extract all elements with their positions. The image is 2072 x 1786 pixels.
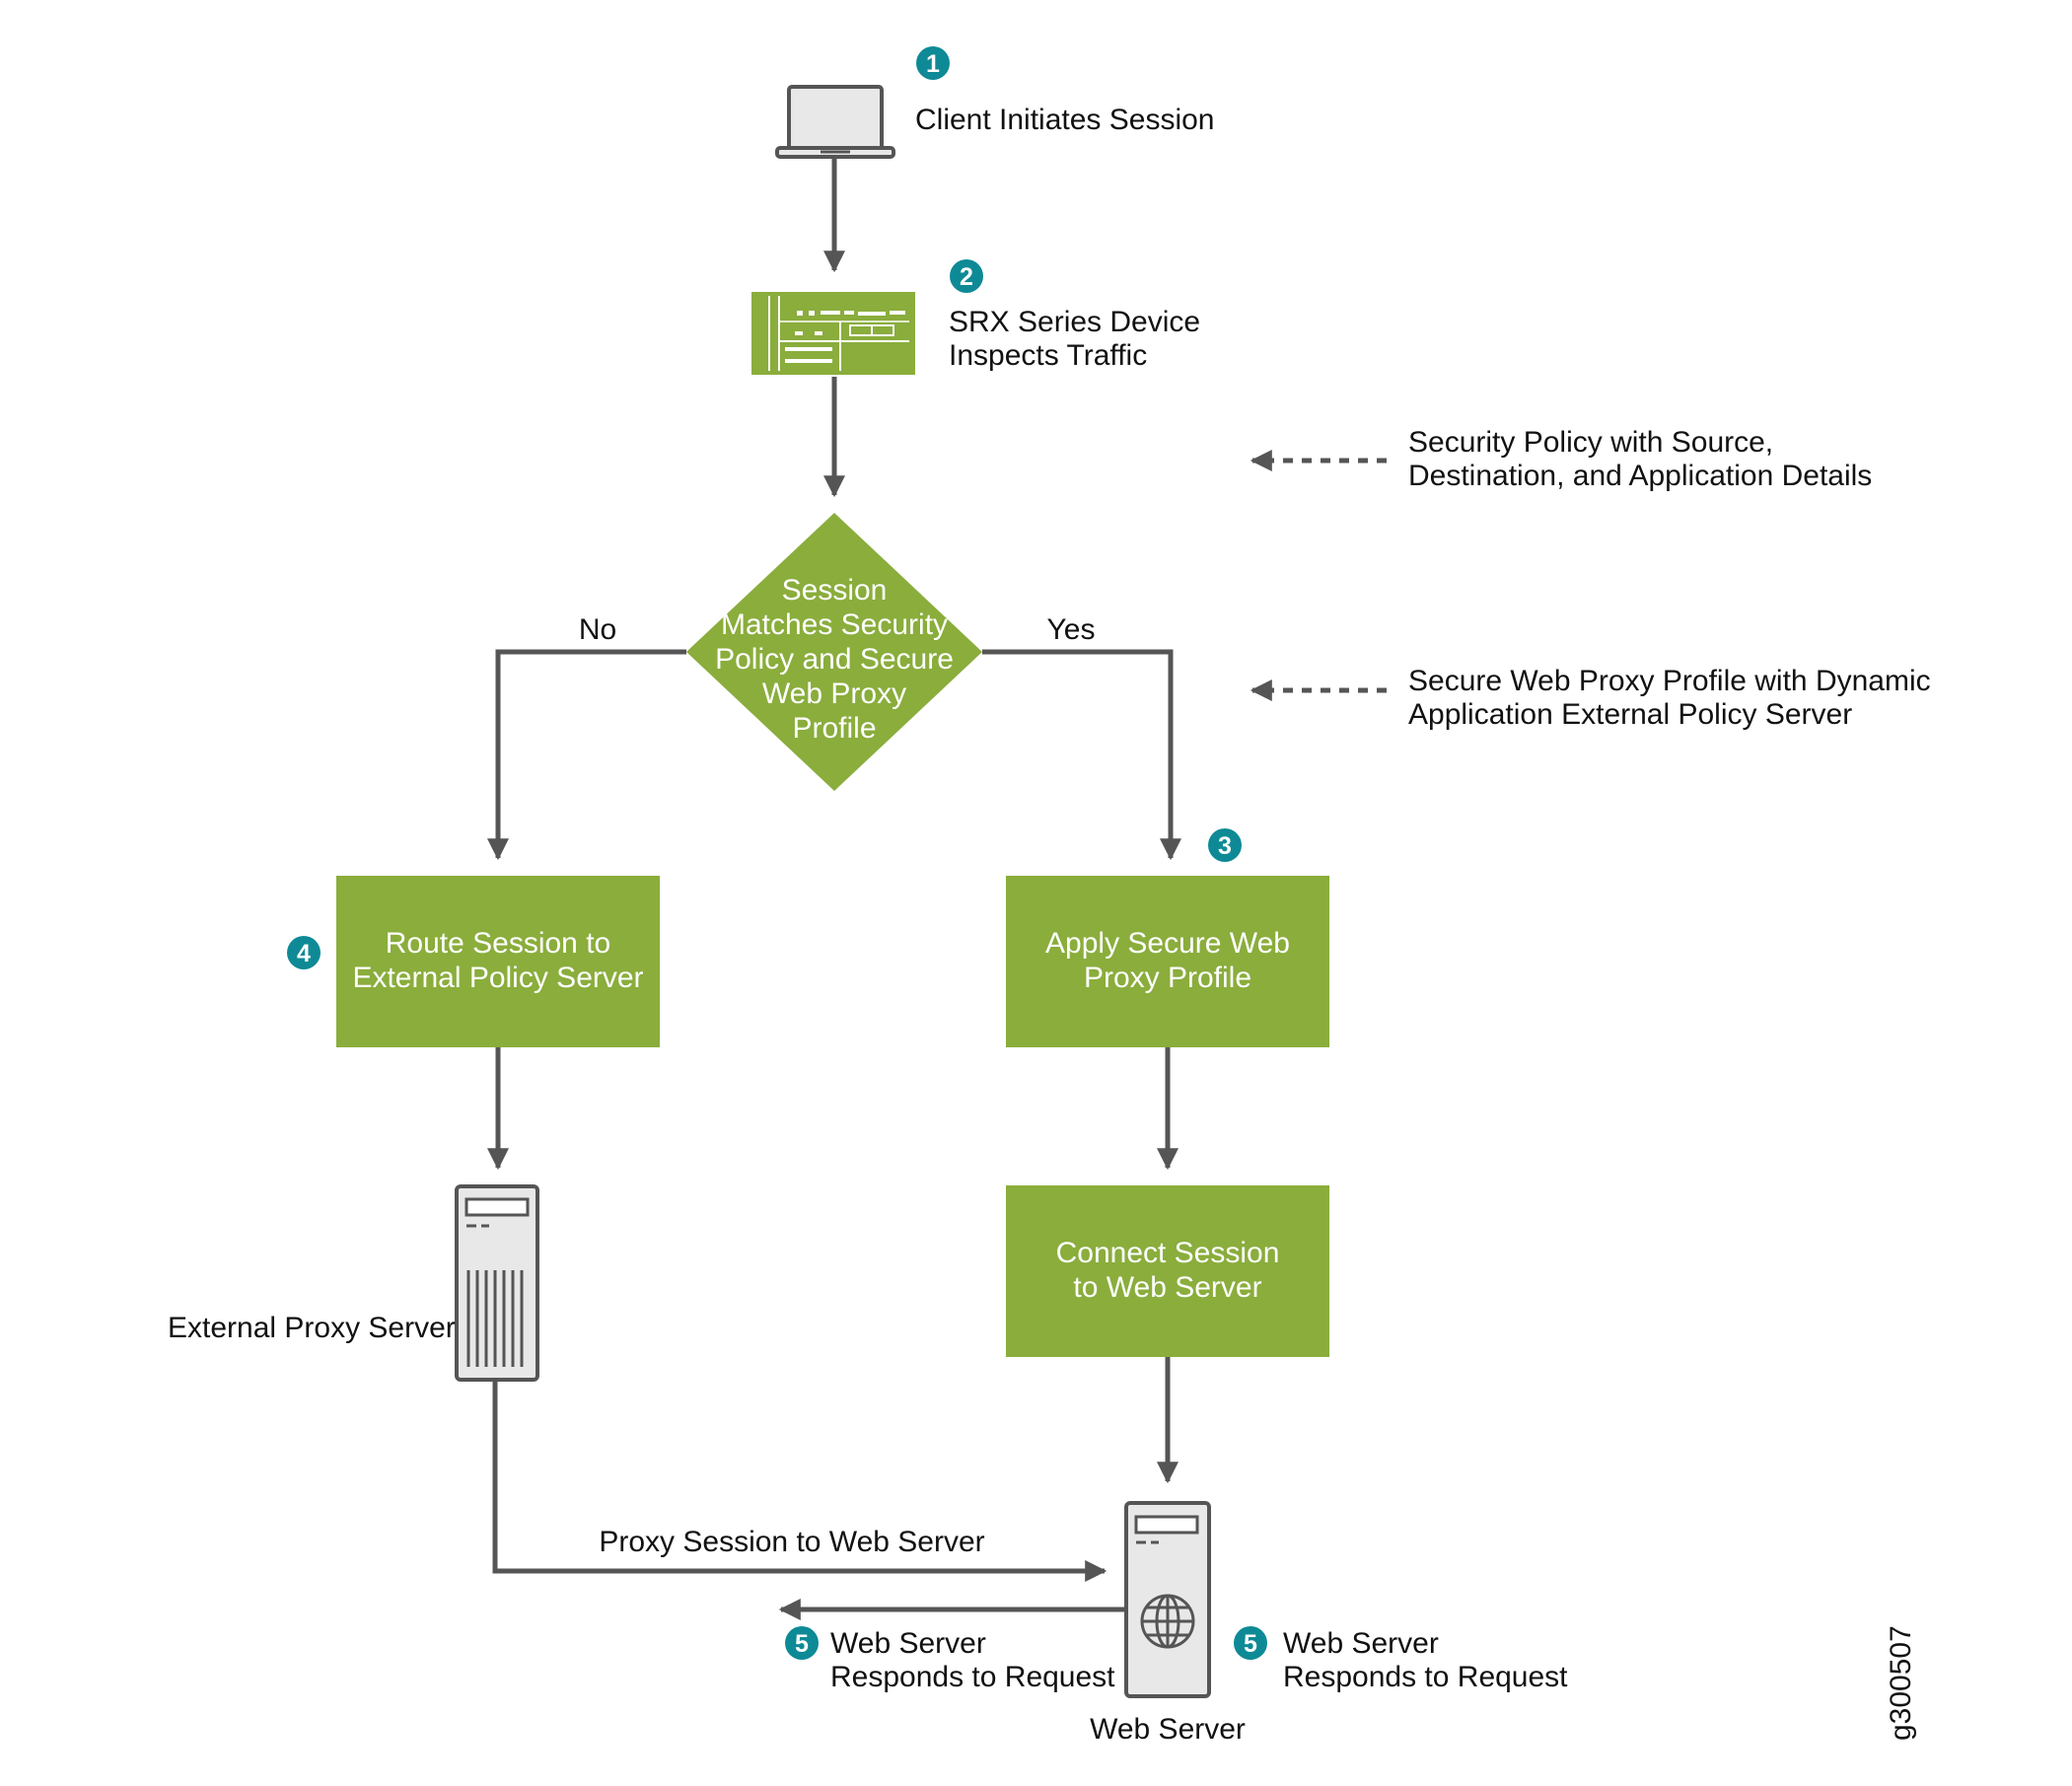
decision-text-line5: Profile <box>792 712 876 745</box>
note-swp-profile-line2: Application External Policy Server <box>1408 698 1852 731</box>
proxy-session-label: Proxy Session to Web Server <box>599 1526 984 1558</box>
step-5-left-number: 5 <box>795 1630 809 1658</box>
web-server-globe-icon <box>1124 1501 1211 1698</box>
step-1-number: 1 <box>926 50 940 78</box>
figure-id: g300507 <box>1885 1625 1917 1741</box>
respond-left-line1: Web Server <box>830 1627 986 1660</box>
step-4-number: 4 <box>297 940 311 967</box>
external-proxy-label: External Proxy Server <box>168 1312 456 1344</box>
respond-right-line1: Web Server <box>1283 1627 1439 1660</box>
arrow-decision-yes <box>982 649 1182 861</box>
step-5-left-badge: 5 <box>785 1626 819 1660</box>
decision-text-line1: Session <box>782 574 888 607</box>
note-security-policy-line2: Destination, and Application Details <box>1408 460 1872 492</box>
note-security-policy-line1: Security Policy with Source, <box>1408 426 1773 459</box>
laptop-icon <box>775 85 895 159</box>
apply-profile-line2: Proxy Profile <box>1084 962 1251 994</box>
client-initiates-label: Client Initiates Session <box>915 104 1215 136</box>
web-server-label: Web Server <box>1090 1713 1246 1746</box>
step-2-badge: 2 <box>950 259 983 293</box>
firewall-device-icon <box>751 292 915 375</box>
arrow-decision-no <box>486 649 686 861</box>
connect-session-line1: Connect Session <box>1056 1237 1280 1269</box>
route-session-box <box>336 876 660 1047</box>
step-1-badge: 1 <box>916 46 950 80</box>
step-4-badge: 4 <box>287 936 321 969</box>
decision-diamond <box>686 513 982 791</box>
step-3-number: 3 <box>1218 832 1232 860</box>
step-2-number: 2 <box>960 263 973 291</box>
route-session-line2: External Policy Server <box>352 962 643 994</box>
srx-label-line2: Inspects Traffic <box>949 339 1147 372</box>
branch-no-label: No <box>579 613 616 646</box>
respond-right-line2: Responds to Request <box>1283 1661 1568 1693</box>
note-swp-profile-line1: Secure Web Proxy Profile with Dynamic <box>1408 665 1931 697</box>
apply-profile-box <box>1006 876 1329 1047</box>
srx-label-line1: SRX Series Device <box>949 306 1200 338</box>
branch-yes-label: Yes <box>1047 613 1096 646</box>
decision-text-line4: Web Proxy <box>762 678 906 710</box>
decision-text-line3: Policy and Secure <box>715 643 954 676</box>
connect-session-line2: to Web Server <box>1073 1271 1261 1304</box>
route-session-line1: Route Session to <box>386 927 610 960</box>
step-5-right-number: 5 <box>1244 1630 1257 1658</box>
apply-profile-line1: Apply Secure Web <box>1045 927 1290 960</box>
respond-left-line2: Responds to Request <box>830 1661 1115 1693</box>
arrow-proxy-to-webserver <box>492 1381 1107 1583</box>
step-5-right-badge: 5 <box>1234 1626 1267 1660</box>
decision-text-line2: Matches Security <box>721 608 948 641</box>
server-tower-icon <box>455 1184 539 1382</box>
step-3-badge: 3 <box>1208 828 1242 862</box>
connect-session-box <box>1006 1185 1329 1357</box>
